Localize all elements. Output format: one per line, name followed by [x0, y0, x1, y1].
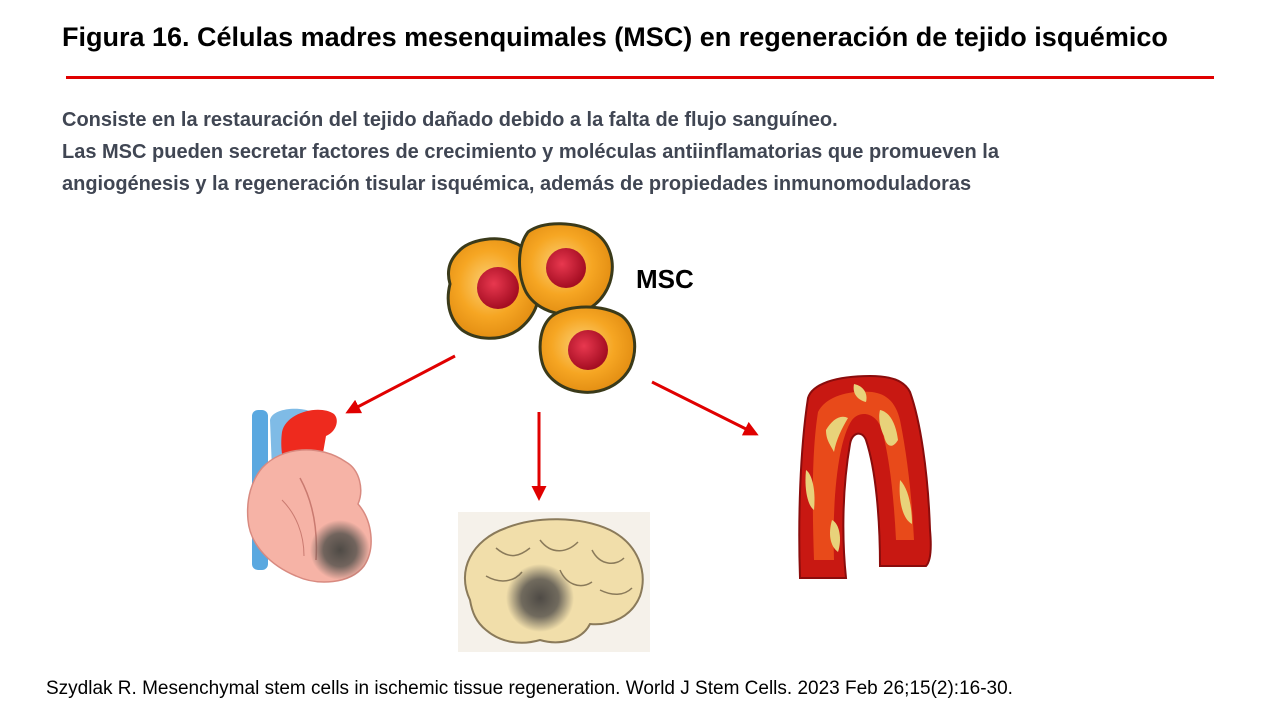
- citation: Szydlak R. Mesenchymal stem cells in isc…: [46, 678, 1013, 699]
- description-text: Consiste en la restauración del tejido d…: [62, 104, 1242, 200]
- ischemic-spot: [506, 564, 574, 632]
- heart-icon: [246, 408, 372, 583]
- msc-label: MSC: [636, 264, 694, 294]
- description-line-2: Las MSC pueden secretar factores de crec…: [62, 141, 999, 163]
- msc-cell-icon: [538, 305, 637, 394]
- description-line-3: angiogénesis y la regeneración tisular i…: [62, 173, 972, 195]
- brain-icon: [458, 512, 650, 652]
- msc-cell-cluster: [446, 222, 637, 394]
- slide-title: Figura 16. Células madres mesenquimales …: [62, 22, 1168, 52]
- description-line-1: Consiste en la restauración del tejido d…: [62, 109, 838, 131]
- msc-cell-icon: [446, 237, 541, 340]
- arrow-to-heart: [345, 354, 456, 414]
- arrow-to-vessel: [651, 380, 759, 436]
- blood-vessel-icon: [798, 374, 932, 579]
- msc-cell-icon: [518, 222, 614, 316]
- ischemic-spot: [310, 520, 370, 580]
- title-divider: [66, 76, 1214, 79]
